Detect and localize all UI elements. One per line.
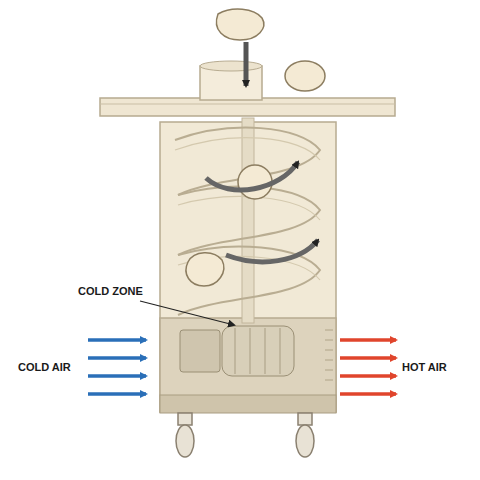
label-text: COLD AIR bbox=[18, 361, 71, 374]
label-text: HOT AIR bbox=[402, 361, 447, 374]
label-text: COLD ZONE bbox=[78, 285, 143, 298]
